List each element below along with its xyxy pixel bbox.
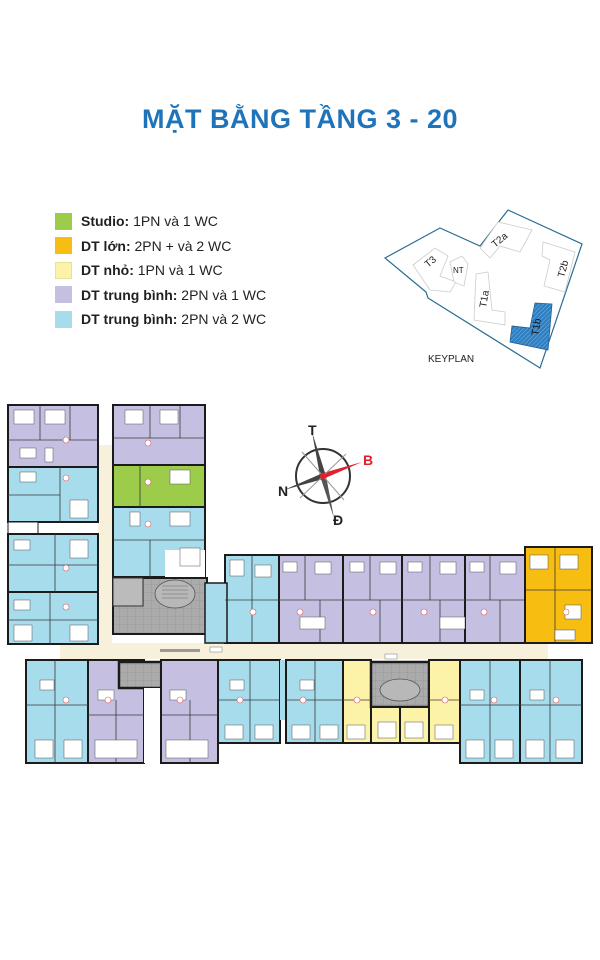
keyplan-label: KEYPLAN bbox=[428, 354, 474, 365]
legend: Studio: 1PN và 1 WC DT lớn: 2PN + và 2 W… bbox=[55, 209, 266, 332]
building-t2b bbox=[541, 241, 576, 293]
legend-desc: 1PN và 1 WC bbox=[129, 213, 218, 230]
floor-plan bbox=[7, 404, 593, 764]
keyplan-map: T3 NT T2a T2b T1a T1b KEYPLAN bbox=[383, 209, 583, 369]
building-t3 bbox=[412, 247, 457, 293]
legend-swatch bbox=[55, 286, 72, 304]
compass-north-label: T bbox=[308, 422, 317, 438]
legend-item-medium-1wc: DT trung bình: 2PN và 1 WC bbox=[55, 283, 266, 308]
legend-desc: 2PN và 1 WC bbox=[177, 286, 267, 303]
keyplan-label-t1b: T1b bbox=[530, 317, 544, 336]
furniture bbox=[13, 409, 582, 759]
legend-swatch bbox=[55, 237, 72, 255]
legend-item-studio: Studio: 1PN và 1 WC bbox=[55, 209, 266, 234]
unit-studio bbox=[112, 464, 206, 508]
legend-label: DT trung bình: bbox=[81, 311, 178, 328]
building-t2a bbox=[479, 221, 533, 259]
legend-swatch bbox=[55, 310, 72, 328]
compass-south-label: Đ bbox=[333, 512, 343, 528]
legend-desc: 2PN và 2 WC bbox=[177, 311, 267, 328]
legend-label: DT trung bình: bbox=[81, 286, 178, 303]
keyplan-label-nt: NT bbox=[453, 266, 464, 275]
legend-item-large: DT lớn: 2PN + và 2 WC bbox=[55, 234, 266, 259]
legend-label: DT lớn: bbox=[81, 237, 131, 254]
legend-desc: 2PN + và 2 WC bbox=[130, 237, 232, 254]
corridor-horizontal bbox=[70, 643, 548, 659]
legend-item-medium-2wc: DT trung bình: 2PN và 2 WC bbox=[55, 307, 266, 332]
legend-item-small: DT nhỏ: 1PN và 1 WC bbox=[55, 258, 266, 283]
unit-number-markers bbox=[62, 436, 570, 704]
building-nt bbox=[449, 255, 469, 287]
corridor-dimension-line bbox=[160, 649, 200, 652]
compass-rose-icon: T B N Đ bbox=[278, 422, 373, 528]
building-t1a bbox=[473, 271, 506, 326]
legend-desc: 1PN và 1 WC bbox=[133, 262, 223, 279]
legend-label: DT nhỏ: bbox=[81, 262, 134, 279]
building-t1b bbox=[509, 302, 553, 351]
keyplan-label-t1a: T1a bbox=[478, 289, 492, 308]
corridor-vertical bbox=[98, 445, 112, 660]
compass-east-label: B bbox=[363, 452, 373, 468]
interior-walls bbox=[8, 405, 592, 763]
page-title: MẶT BẰNG TẦNG 3 - 20 bbox=[141, 104, 459, 134]
keyplan-label-t2b: T2b bbox=[556, 259, 571, 279]
legend-swatch bbox=[55, 212, 72, 230]
legend-label: Studio: bbox=[81, 213, 130, 230]
compass-west-label: N bbox=[278, 483, 288, 499]
legend-swatch bbox=[55, 261, 72, 279]
